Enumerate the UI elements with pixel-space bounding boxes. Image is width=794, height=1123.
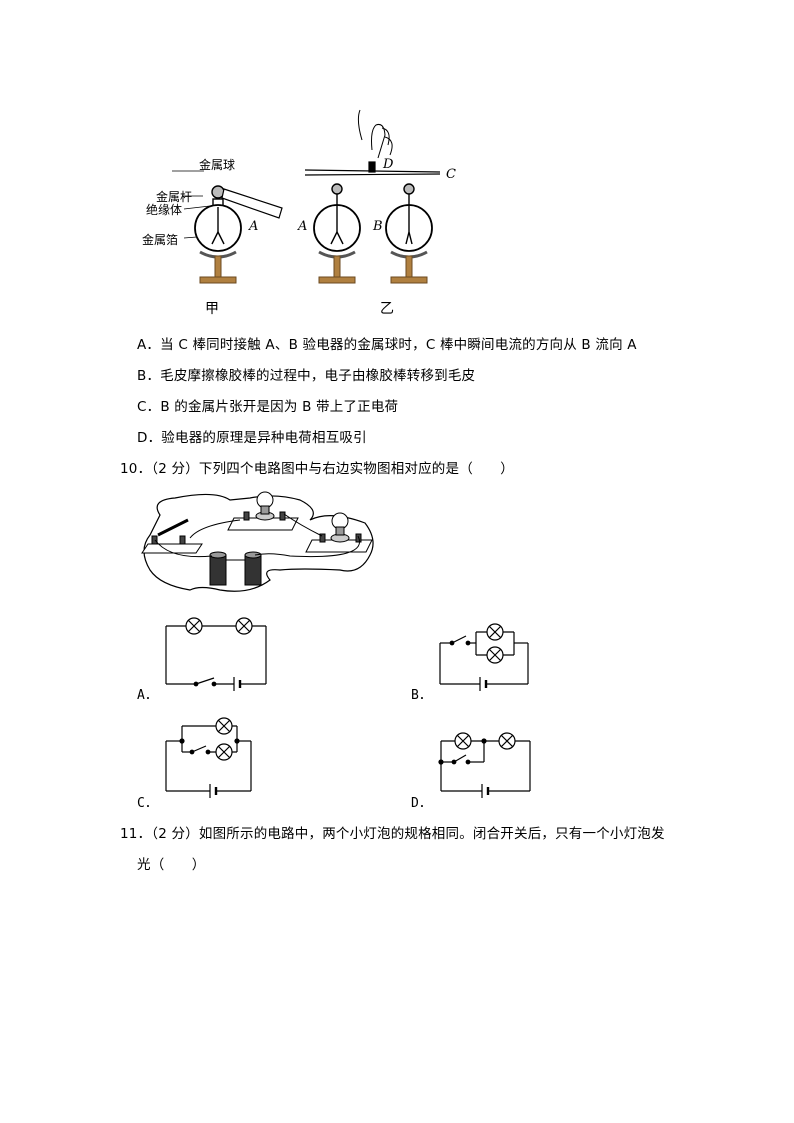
q9-option-a: A．当 C 棒同时接触 A、B 验电器的金属球时，C 棒中瞬间电流的方向从 B … — [137, 337, 637, 353]
electroscope-drawing — [172, 109, 441, 284]
q9-option-b: B．毛皮摩擦橡胶棒的过程中，电子由橡胶棒转移到毛皮 — [137, 368, 476, 384]
electroscope-yi-b — [385, 183, 433, 284]
label-right-b: B — [373, 219, 383, 234]
label-insulator: 绝缘体 — [146, 203, 183, 217]
circuit-a — [165, 617, 267, 691]
label-rod-c: C — [446, 167, 456, 182]
electroscope-jia — [172, 170, 283, 284]
label-left-a: A — [249, 219, 259, 234]
q10-option-b-label: B． — [411, 688, 432, 703]
q11-stem-line1: 11．（2 分）如图所示的电路中，两个小灯泡的规格相同。闭合开关后，只有一个小灯… — [120, 826, 665, 842]
label-metal-rod: 金属杆 — [156, 190, 193, 204]
caption-yi: 乙 — [380, 301, 394, 317]
q10-stem: 10．（2 分）下列四个电路图中与右边实物图相对应的是（ ） — [120, 461, 515, 477]
q9-option-d: D．验电器的原理是异种电荷相互吸引 — [137, 430, 367, 446]
label-rod-d: D — [383, 157, 394, 172]
q10-option-a-label: A． — [137, 688, 158, 703]
q10-option-d-label: D． — [411, 796, 432, 811]
label-metal-foil: 金属箔 — [142, 233, 179, 247]
electroscope-yi-a — [313, 183, 361, 284]
label-metal-ball: 金属球 — [199, 158, 236, 172]
rod-c — [304, 109, 441, 176]
circuit-b — [439, 623, 529, 691]
label-right-a: A — [298, 219, 308, 234]
q9-option-c: C．B 的金属片张开是因为 B 带上了正电荷 — [137, 399, 399, 415]
circuit-d — [438, 732, 531, 798]
q11-stem-line2: 光（ ） — [137, 857, 206, 873]
q10-option-c-label: C． — [137, 796, 158, 811]
circuit-c — [165, 717, 252, 798]
caption-jia: 甲 — [205, 301, 219, 317]
